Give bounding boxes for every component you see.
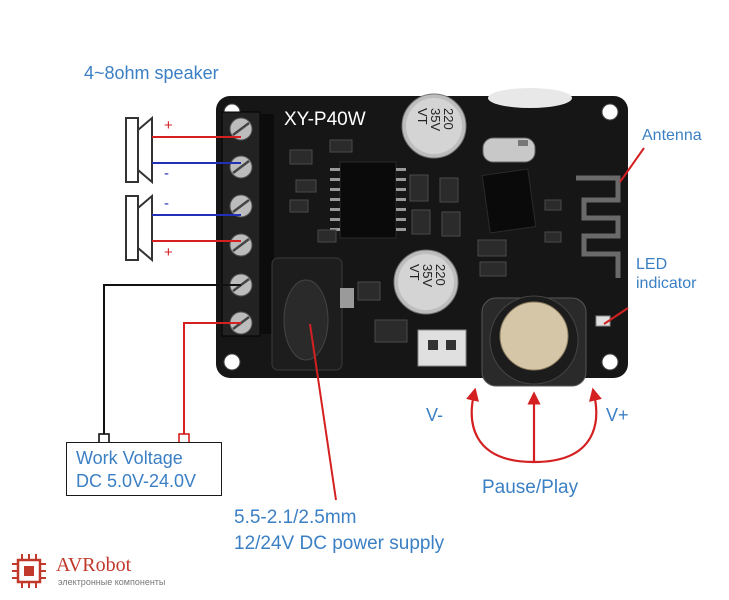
terminal-block-side [260, 114, 274, 334]
dc-power-supply-label: 12/24V DC power supply [234, 533, 445, 554]
dc-jack-opening [283, 279, 329, 361]
connector-pin [446, 340, 456, 350]
volume-up-arrow [533, 387, 602, 464]
dc-jack-pointer-line [309, 323, 337, 501]
antenna-trace [576, 175, 621, 278]
polarity-mark: + [164, 244, 173, 261]
terminal-block [221, 111, 261, 337]
speaker-icon-bottom [125, 193, 153, 263]
smd-components [289, 139, 562, 343]
mount-hole [223, 353, 241, 371]
mount-hole [601, 353, 619, 371]
bluetooth-chip [481, 168, 537, 234]
board-model-label: XY-P40W [284, 109, 366, 130]
power-wire-black [103, 284, 241, 442]
chip-pins [330, 168, 406, 231]
volume-down-arrow [466, 387, 535, 464]
work-voltage-line1: Work Voltage [76, 448, 183, 468]
chip-logo-icon [12, 554, 46, 588]
led-label-line1: LED [636, 256, 668, 273]
brand-name: AVRobot [56, 554, 132, 576]
antenna-pointer-line [619, 147, 645, 183]
speaker-icon-top [125, 115, 153, 185]
terminal-screws [229, 117, 253, 335]
capacitor-top [401, 93, 467, 159]
polarity-mark: - [164, 165, 169, 182]
rotary-knob [499, 301, 569, 371]
board-cutout [488, 88, 572, 108]
capacitor-bottom [393, 249, 459, 315]
volume-down-label: V- [426, 405, 444, 425]
polarity-mark: - [164, 195, 169, 212]
dc-jack-size-label: 5.5-2.1/2.5mm [234, 507, 357, 528]
volume-up-label: V+ [606, 405, 629, 425]
capacitor-bottom-text: 22035VVT [407, 264, 448, 287]
antenna-label: Antenna [642, 127, 702, 144]
dc-jack-tab [340, 288, 354, 308]
work-voltage-box [66, 442, 222, 496]
capacitor-top-text: 22035VVT [415, 108, 456, 131]
connector-pin [428, 340, 438, 350]
brand-tagline: электронные компоненты [58, 577, 166, 587]
led-label-line2: indicator [636, 275, 697, 292]
work-voltage-line2: DC 5.0V-24.0V [76, 471, 197, 491]
pause-play-label: Pause/Play [482, 477, 579, 498]
power-wire-red [183, 322, 241, 442]
speaker-label: 4~8ohm speaker [84, 63, 219, 83]
smd-pad [518, 140, 528, 146]
amplifier-chip [339, 161, 397, 239]
mount-hole [601, 103, 619, 121]
polarity-mark: + [164, 117, 173, 134]
led-pointer-line [603, 307, 629, 325]
connector-header [417, 329, 467, 367]
